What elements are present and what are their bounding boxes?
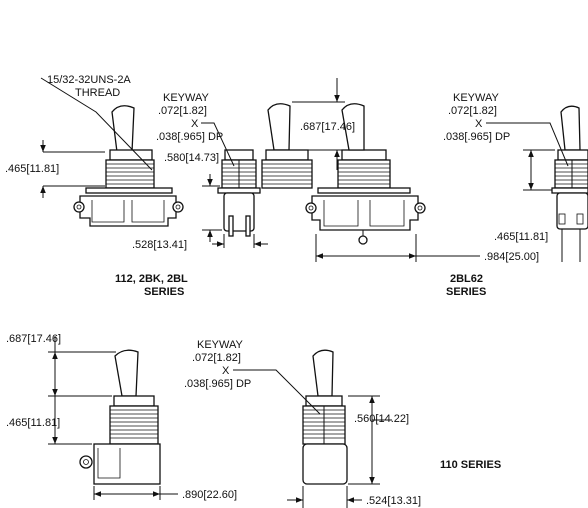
keyway-depth-2: .038[.965] DP xyxy=(443,131,510,143)
dim-label-465: .465[11.81] xyxy=(5,163,59,175)
dim-label-465-bottom: .465[11.81] xyxy=(6,417,60,429)
dim-112-528: .528[13.41] xyxy=(132,234,268,251)
dim-112-465: .465[11.81] xyxy=(5,140,105,198)
dim-110-524: .524[13.31] xyxy=(287,486,421,508)
dim-label-984: .984[25.00] xyxy=(484,251,539,263)
switch-110-front-view xyxy=(79,349,161,485)
thread-callout: 15/32-32UNS-2A THREAD xyxy=(40,74,153,171)
keyway-width-2: .072[1.82] xyxy=(448,105,497,117)
series-112-subtitle: SERIES xyxy=(144,286,184,298)
dim-110-560: .560[14.22] xyxy=(348,395,409,485)
dim-2bl62-687: .687[17.46] xyxy=(292,78,355,170)
switch-2bl62-front-view xyxy=(261,103,426,245)
keyway-depth-3: .038[.965] DP xyxy=(184,378,251,390)
series-2bl62-subtitle: SERIES xyxy=(446,286,486,298)
dim-112-580: .580[14.73] xyxy=(164,152,222,242)
keyway-callout-top-right: KEYWAY .072[1.82] X .038[.965] DP xyxy=(443,92,569,167)
keyway-title-2: KEYWAY xyxy=(453,92,500,104)
switch-112-front-view xyxy=(73,105,184,227)
keyway-x-2: X xyxy=(475,118,483,130)
keyway-width-3: .072[1.82] xyxy=(192,352,241,364)
series-112-label: 112, 2BK, 2BL SERIES xyxy=(115,273,188,298)
series-2bl62-title: 2BL62 xyxy=(450,273,483,285)
dim-label-580: .580[14.73] xyxy=(164,152,219,164)
thread-spec-text: 15/32-32UNS-2A xyxy=(47,74,131,86)
series-2bl62-label: 2BL62 SERIES xyxy=(446,273,486,298)
keyway-x-3: X xyxy=(222,365,230,377)
switch-2bl62-side-view xyxy=(551,105,588,262)
series-112-title: 112, 2BK, 2BL xyxy=(115,273,188,285)
dim-2bl62-984: .984[25.00] xyxy=(315,234,539,263)
dim-label-687-top: .687[17.46] xyxy=(300,121,355,133)
switch-112-side-view xyxy=(217,149,261,237)
dim-label-560: .560[14.22] xyxy=(354,413,409,425)
dim-label-687-bottom: .687[17.46] xyxy=(6,333,61,345)
keyway-title-3: KEYWAY xyxy=(197,339,244,351)
switch-110-side-view xyxy=(302,349,348,485)
dim-110-465: .465[11.81] xyxy=(6,396,92,445)
dim-label-524: .524[13.31] xyxy=(366,495,421,507)
keyway-x-1: X xyxy=(191,118,199,130)
dim-2bl62-465: .465[11.81] xyxy=(494,149,555,243)
keyway-callout-bottom: KEYWAY .072[1.82] X .038[.965] DP xyxy=(184,339,321,415)
dim-label-465-right: .465[11.81] xyxy=(494,231,548,243)
keyway-callout-top-left: KEYWAY .072[1.82] X .038[.965] DP xyxy=(156,92,235,167)
thread-word-text: THREAD xyxy=(75,87,120,99)
dim-110-890: .890[22.60] xyxy=(93,486,237,501)
keyway-width-1: .072[1.82] xyxy=(158,105,207,117)
series-110-label: 110 SERIES xyxy=(440,459,501,471)
keyway-depth-1: .038[.965] DP xyxy=(156,131,223,143)
dim-label-890: .890[22.60] xyxy=(182,489,237,501)
dim-110-687: .687[17.46] xyxy=(6,333,116,397)
keyway-title-1: KEYWAY xyxy=(163,92,210,104)
dim-label-528: .528[13.41] xyxy=(132,239,187,251)
